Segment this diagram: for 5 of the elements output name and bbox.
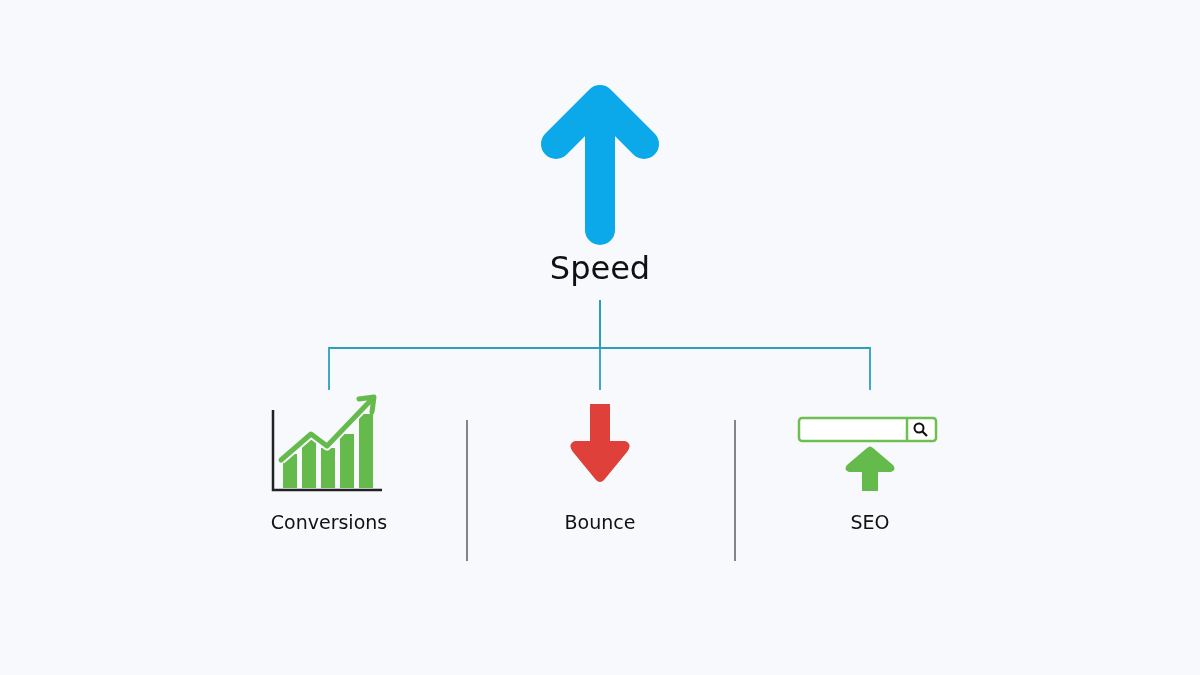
category-label: SEO bbox=[850, 510, 890, 534]
connector-line bbox=[599, 299, 871, 391]
heading-label: Speed bbox=[549, 248, 651, 288]
category-label: Bounce bbox=[564, 510, 636, 534]
category-label: Conversions bbox=[270, 510, 388, 534]
